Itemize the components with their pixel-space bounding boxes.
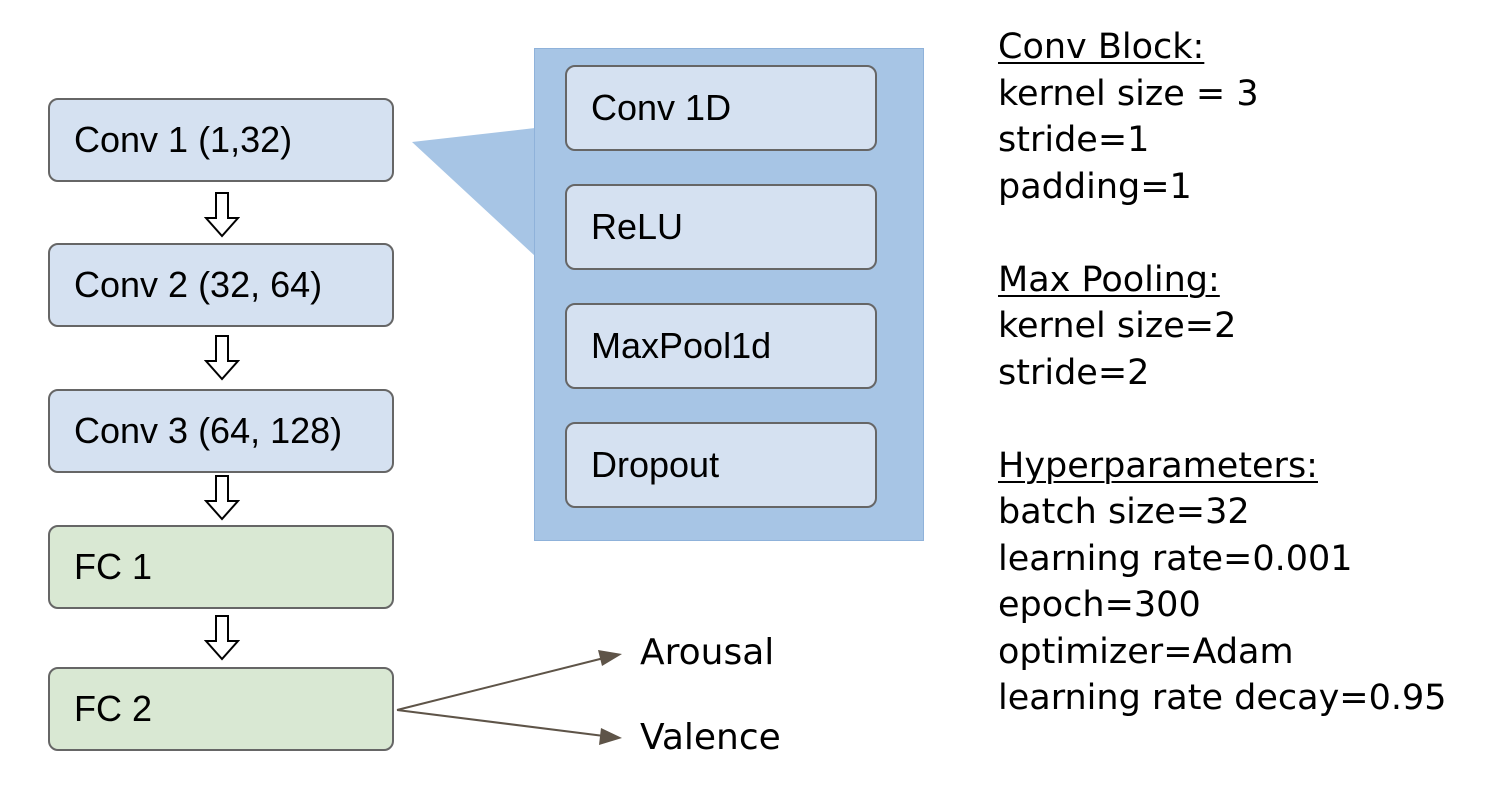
- down-arrow-icon: [204, 475, 240, 521]
- maxpool1d-box: MaxPool1d: [565, 303, 877, 389]
- spacer: [998, 210, 1447, 257]
- max-pooling-heading: Max Pooling:: [998, 259, 1220, 300]
- note-line: kernel size=2: [998, 306, 1237, 346]
- conv2-layer: Conv 2 (32, 64): [48, 243, 394, 327]
- valence-label: Valence: [640, 717, 781, 758]
- conv1d-box: Conv 1D: [565, 65, 877, 151]
- note-line: stride=2: [998, 352, 1150, 393]
- relu-box: ReLU: [565, 184, 877, 270]
- note-line: kernel size = 3: [998, 73, 1259, 114]
- callout-wedge: [412, 128, 535, 256]
- note-line: stride=1: [998, 120, 1150, 160]
- spacer: [998, 396, 1447, 443]
- fc2-layer: FC 2: [48, 667, 394, 751]
- fc1-layer: FC 1: [48, 525, 394, 609]
- valence-arrowhead: [599, 728, 622, 745]
- conv3-layer: Conv 3 (64, 128): [48, 389, 394, 473]
- down-arrow-icon: [204, 192, 240, 238]
- note-line: epoch=300: [998, 585, 1201, 625]
- arousal-arrowhead: [598, 650, 622, 666]
- dropout-box: Dropout: [565, 422, 877, 508]
- hyperparameters-heading: Hyperparameters:: [998, 445, 1318, 486]
- conv-block-heading: Conv Block:: [998, 27, 1205, 67]
- arousal-label: Arousal: [640, 632, 775, 673]
- note-line: learning rate decay=0.95: [998, 678, 1447, 718]
- down-arrow-icon: [204, 335, 240, 381]
- valence-arrow: [396, 709, 605, 737]
- note-line: padding=1: [998, 166, 1192, 207]
- notes-panel: Conv Block: kernel size = 3 stride=1 pad…: [998, 24, 1447, 722]
- arousal-arrow: [396, 657, 605, 711]
- note-line: optimizer=Adam: [998, 631, 1294, 672]
- note-line: batch size=32: [998, 492, 1250, 532]
- note-line: learning rate=0.001: [998, 538, 1353, 579]
- conv1-layer: Conv 1 (1,32): [48, 98, 394, 182]
- down-arrow-icon: [204, 615, 240, 661]
